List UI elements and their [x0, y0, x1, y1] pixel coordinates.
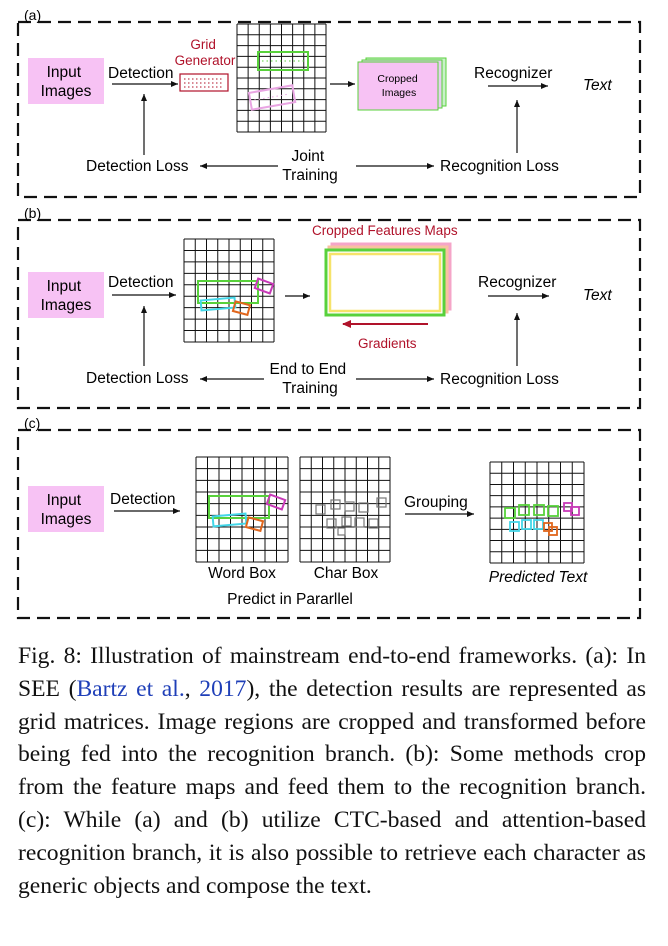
cropped-feature-maps [324, 242, 452, 317]
panel-a: (a) Input Images Detection Grid Generato… [16, 7, 642, 199]
panel-a-tag: (a) [24, 7, 41, 23]
svg-text:Grid Generator: Grid Generator [175, 37, 236, 68]
svg-text:Input Images: Input Images [41, 492, 92, 528]
end-to-end-label: End to End [269, 361, 346, 378]
detection-label: Detection [110, 491, 175, 508]
input-images-label: Input [47, 64, 82, 81]
svg-text:End to End Training: End to End Training [269, 361, 350, 397]
citation-authors-link[interactable]: Bartz et al. [76, 675, 185, 702]
panel-c-tag: (c) [24, 415, 40, 431]
detection-label: Detection [108, 65, 173, 82]
caption-text: Fig. 8: Illustration of mainstream end-t… [18, 643, 646, 702]
detection-label: Detection [108, 274, 173, 291]
grid-matrix [236, 23, 327, 133]
detection-loss-label: Detection Loss [86, 158, 189, 175]
svg-text:Joint Training: Joint Training [282, 148, 337, 184]
grid-generator-icon [179, 73, 229, 92]
input-images-label: Input [47, 278, 82, 295]
word-box-label: Word Box [208, 565, 276, 582]
grid-generator-label: Grid [190, 37, 216, 52]
predicted-text-label: Predicted Text [489, 569, 588, 586]
framework-figure: (a) Input Images Detection Grid Generato… [16, 7, 642, 620]
predicted-text-grid [489, 461, 585, 564]
end-to-end-label: Training [282, 380, 337, 397]
joint-training-label: Joint [291, 148, 324, 165]
panel-b: (b) Input Images Detection Cropped Featu… [16, 205, 642, 410]
input-images-box [28, 486, 104, 532]
grouping-label: Grouping [404, 494, 468, 511]
citation-year-link[interactable]: 2017 [199, 675, 247, 702]
citation-separator: , [184, 675, 200, 702]
cropped-images-stack [357, 57, 447, 111]
char-box-label: Char Box [314, 565, 379, 582]
svg-text:Cropped Images: Cropped Images [377, 73, 420, 99]
figure-caption: Fig. 8: Illustration of mainstream end-t… [18, 640, 646, 902]
detection-loss-label: Detection Loss [86, 370, 189, 387]
recognizer-label: Recognizer [474, 65, 552, 82]
input-images-box [28, 58, 104, 104]
output-text-label: Text [583, 77, 612, 94]
input-images-label: Images [41, 511, 92, 528]
svg-text:Input Images: Input Images [41, 278, 92, 314]
panel-b-tag: (b) [24, 205, 41, 221]
recognition-loss-label: Recognition Loss [440, 158, 559, 175]
input-images-label: Images [41, 297, 92, 314]
char-box-grid [299, 456, 391, 563]
gradients-label: Gradients [358, 336, 417, 351]
svg-text:Input Images: Input Images [41, 64, 92, 100]
output-text-label: Text [583, 287, 612, 304]
caption-text: ), the detection results are represented… [18, 675, 647, 899]
input-images-box [28, 272, 104, 318]
panel-c: (c) Input Images Detection Word Box [16, 415, 642, 620]
recognition-loss-label: Recognition Loss [440, 371, 559, 388]
feature-grid [183, 238, 275, 343]
cropped-features-label: Cropped Features Maps [312, 223, 458, 238]
word-box-grid [195, 456, 289, 563]
recognizer-label: Recognizer [478, 274, 556, 291]
cropped-images-label: Images [382, 87, 416, 99]
joint-training-label: Training [282, 167, 337, 184]
predict-parallel-label: Predict in Pararllel [227, 591, 353, 608]
input-images-label: Input [47, 492, 82, 509]
input-images-label: Images [41, 83, 92, 100]
cropped-images-label: Cropped [377, 73, 417, 85]
grid-generator-label: Generator [175, 53, 236, 68]
